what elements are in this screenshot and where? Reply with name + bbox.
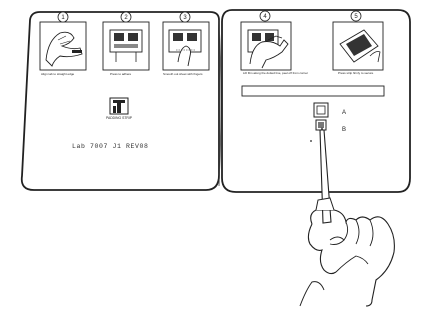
- step-4-number: 4: [263, 14, 267, 20]
- left-panel: 1 Align tab to straight edge 2 Press to …: [20, 11, 222, 191]
- step-4-badge: [259, 10, 271, 22]
- step-1-caption: Align tab to straight edge: [41, 72, 75, 76]
- step-5-number: 5: [354, 14, 358, 20]
- logo-text: PADDING STRIP: [106, 116, 133, 120]
- hand-illustration: [299, 197, 395, 307]
- step-2-number: 2: [124, 15, 128, 21]
- step-4-caption: Lift film along the dotted line, peel of…: [243, 71, 308, 75]
- step-5-caption: Press strip firmly to secure: [338, 71, 374, 75]
- step-3-caption: Smooth out sheet with fingers: [163, 72, 203, 76]
- step-2-panel: 2 Press to adhere: [102, 11, 150, 76]
- reference-code: Lab 7007 J1 REV08: [72, 143, 149, 150]
- step-2-badge: [120, 11, 132, 23]
- step-1-panel: 1 Align tab to straight edge: [39, 11, 87, 76]
- step-1-number: 1: [61, 15, 65, 21]
- adhesive-strip: [241, 85, 385, 97]
- step-4-panel: 4 Lift film along the dotted line, peel …: [240, 10, 308, 75]
- step-3-number: 3: [183, 15, 187, 21]
- point-a-label: A: [342, 110, 346, 116]
- step-2-caption: Press to adhere: [110, 72, 132, 76]
- point-b-label: B: [342, 127, 346, 133]
- step-1-badge: [57, 11, 69, 23]
- port-slot: [313, 102, 329, 131]
- step-3-badge: [179, 11, 191, 23]
- step-5-badge: [350, 10, 362, 22]
- brand-logo: PADDING STRIP: [106, 97, 133, 120]
- right-panel: 4 Lift film along the dotted line, peel …: [221, 9, 411, 193]
- step-5-panel: 5 Press strip firmly to secure: [332, 10, 384, 75]
- step-3-panel: 3 Smooth out sheet with fingers: [162, 11, 210, 76]
